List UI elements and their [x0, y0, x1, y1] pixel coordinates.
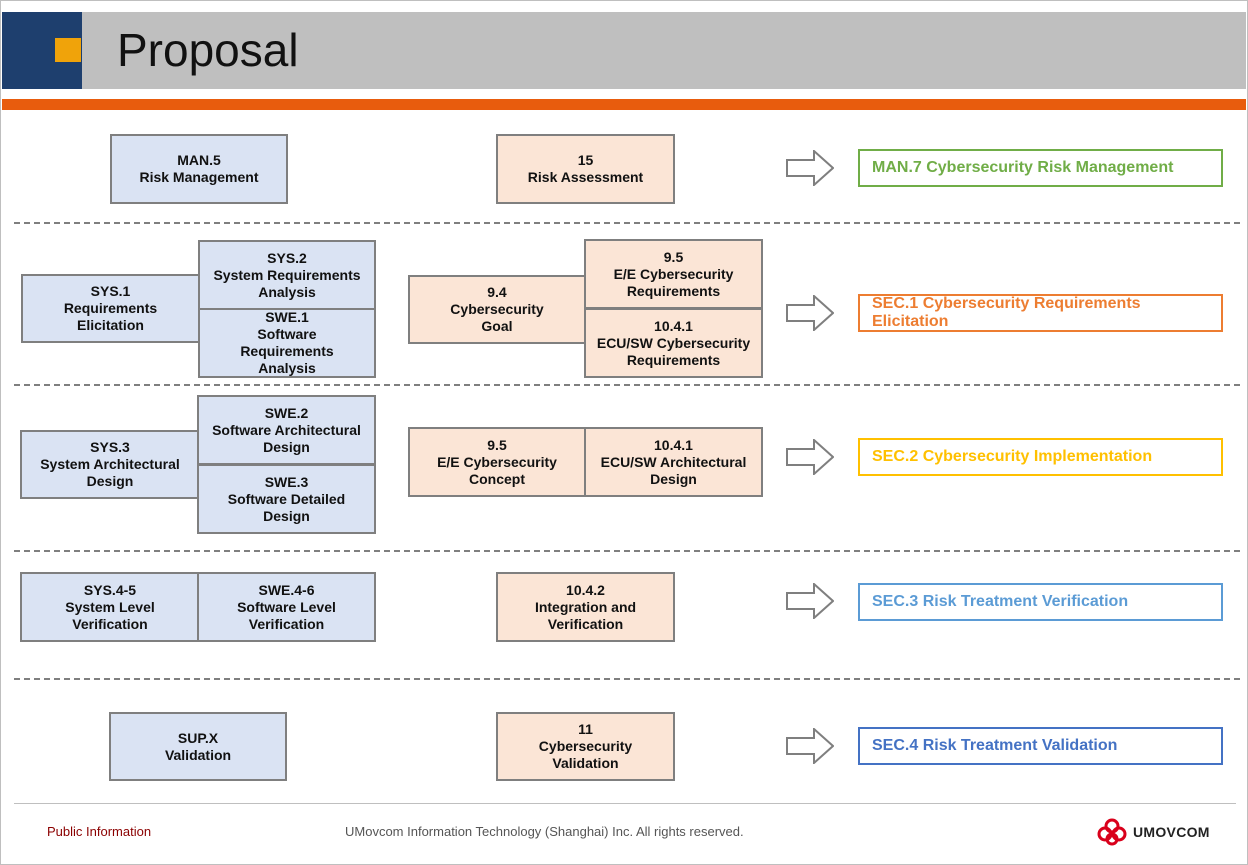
- swe1-title-1: Software: [257, 326, 317, 342]
- sys2-title-1: System Requirements: [213, 266, 361, 283]
- sec4-label-box: SEC.4 Risk Treatment Validation: [858, 727, 1223, 765]
- sys45-id: SYS.4-5: [83, 581, 137, 598]
- iso15-title: Risk Assessment: [527, 169, 644, 185]
- iso95-req-title-1: E/E Cybersecurity: [613, 265, 734, 282]
- sec1-label-box: SEC.1 Cybersecurity Requirements Elicita…: [858, 294, 1223, 332]
- swe1-title-2: Requirements: [240, 343, 334, 359]
- swe3-id: SWE.3: [264, 473, 309, 490]
- swe46-id: SWE.4-6: [258, 581, 315, 598]
- iso11-title-1: Cybersecurity: [538, 738, 633, 754]
- iso1041-arch-title-1: ECU/SW Architectural: [600, 453, 747, 470]
- sec4-label: SEC.4 Risk Treatment Validation: [872, 737, 1118, 754]
- swe3-title-1: Software Detailed: [227, 490, 346, 507]
- iso1041-req-id: 10.4.1: [654, 317, 693, 334]
- iso94-title-2: Goal: [481, 318, 513, 334]
- supx-title: Validation: [164, 746, 232, 763]
- iso15-id: 15: [577, 152, 594, 168]
- sec3-label: SEC.3 Risk Treatment Verification: [872, 593, 1129, 610]
- swe2-title-2: Design: [263, 438, 310, 455]
- swe3-title-2: Design: [263, 507, 310, 524]
- iso94-id: 9.4: [487, 284, 507, 300]
- iso1042-title-1: Integration and: [534, 598, 637, 615]
- swe1-title-3: Analysis: [258, 360, 316, 376]
- cloud-logo-icon: [1097, 818, 1127, 846]
- company-logo: UMOVCOM: [1097, 818, 1210, 846]
- iso95-req-id: 9.5: [663, 248, 684, 265]
- swe46-title-2: Verification: [248, 615, 325, 632]
- header-accent-bar: [2, 99, 1246, 110]
- logo-text: UMOVCOM: [1133, 824, 1210, 840]
- man5-title: Risk Management: [139, 169, 259, 185]
- swe1-id: SWE.1: [265, 309, 309, 325]
- swe2-title-1: Software Architectural: [212, 421, 361, 438]
- sys45-title-2: Verification: [72, 615, 148, 632]
- right-arrow-icon: [786, 583, 834, 619]
- row-separator: [14, 384, 1240, 386]
- sys1-title-1: Requirements: [63, 300, 158, 316]
- sys2-id: SYS.2: [267, 249, 307, 266]
- iso1041-arch-title-2: Design: [650, 470, 697, 487]
- iso1042-id: 10.4.2: [566, 581, 605, 598]
- row-separator: [14, 222, 1240, 224]
- iso95-concept-title-2: Concept: [469, 470, 525, 487]
- right-arrow-icon: [786, 295, 834, 331]
- sys2-title-2: Analysis: [258, 283, 316, 300]
- sys1-title-2: Elicitation: [77, 317, 144, 333]
- row-separator: [14, 550, 1240, 552]
- iso95-concept-title-1: E/E Cybersecurity: [437, 453, 557, 470]
- footer-classification: Public Information: [47, 824, 152, 839]
- sec3-label-box: SEC.3 Risk Treatment Verification: [858, 583, 1223, 621]
- right-arrow-icon: [786, 150, 834, 186]
- swe46-title-1: Software Level: [237, 598, 336, 615]
- man7-label-box: MAN.7 Cybersecurity Risk Management: [858, 149, 1223, 187]
- sys45-title-1: System Level: [65, 598, 155, 615]
- sec2-label-box: SEC.2 Cybersecurity Implementation: [858, 438, 1223, 476]
- right-arrow-icon: [786, 439, 834, 475]
- swe2-id: SWE.2: [264, 404, 309, 421]
- iso1041-req-title-1: ECU/SW Cybersecurity: [596, 334, 751, 351]
- sys1-id: SYS.1: [90, 283, 131, 299]
- iso11-title-2: Validation: [552, 755, 619, 771]
- sys3-title-2: Design: [86, 473, 134, 489]
- man7-label: MAN.7 Cybersecurity Risk Management: [872, 159, 1174, 176]
- sec1-label: SEC.1 Cybersecurity Requirements Elicita…: [872, 295, 1141, 330]
- iso1041-req-title-2: Requirements: [626, 351, 721, 368]
- footer-copyright: UMovcom Information Technology (Shanghai…: [345, 824, 744, 839]
- right-arrow-icon: [786, 728, 834, 764]
- iso95-concept-id: 9.5: [487, 436, 507, 453]
- sys3-title-1: System Architectural: [40, 456, 180, 472]
- row-separator: [14, 678, 1240, 680]
- iso94-title-1: Cybersecurity: [450, 301, 544, 317]
- sys3-id: SYS.3: [90, 439, 130, 455]
- iso11-id: 11: [578, 721, 593, 737]
- page-title: Proposal: [117, 24, 299, 76]
- footer-divider: [14, 803, 1236, 804]
- iso1042-title-2: Verification: [547, 615, 624, 632]
- supx-id: SUP.X: [177, 729, 219, 746]
- iso1041-arch-id: 10.4.1: [654, 436, 693, 453]
- sec2-label: SEC.2 Cybersecurity Implementation: [872, 448, 1153, 465]
- header-orange-square: [55, 38, 81, 62]
- man5-id: MAN.5: [177, 152, 221, 168]
- iso95-req-title-2: Requirements: [626, 282, 721, 299]
- header-title-band: [82, 12, 1246, 89]
